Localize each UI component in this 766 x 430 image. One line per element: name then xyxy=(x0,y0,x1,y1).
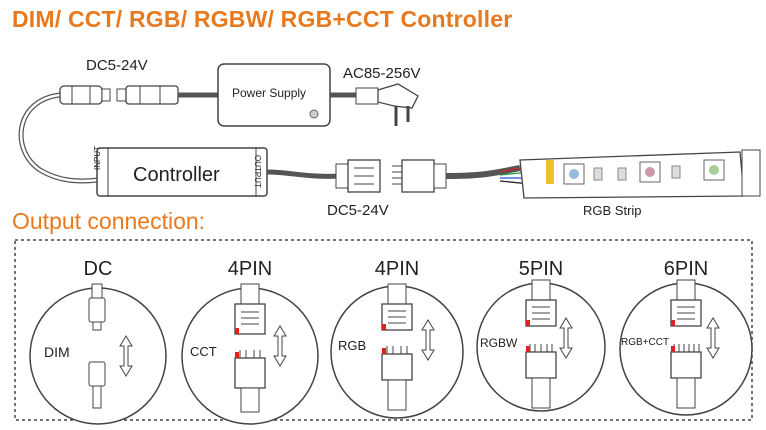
panel-cct-header: 4PIN xyxy=(227,258,273,280)
output-section-frame xyxy=(14,239,753,421)
rgbcct-male-connector xyxy=(670,344,702,409)
rgbw-female-connector xyxy=(525,279,557,327)
power-supply-label: Power Supply xyxy=(232,86,307,100)
connect-arrow-cct xyxy=(273,325,287,367)
rgbw-male-connector xyxy=(525,344,557,409)
ac-plug xyxy=(355,83,419,126)
panel-cct-label: CCT xyxy=(190,344,217,359)
output-voltage-label: DC5-24V xyxy=(327,202,389,219)
ac-voltage-label: AC85-256V xyxy=(343,65,421,82)
cct-male-connector xyxy=(234,350,266,413)
controller-label: Controller xyxy=(133,164,220,186)
cct-female-connector xyxy=(234,283,266,335)
connect-arrow-dc xyxy=(119,335,133,377)
input-port-label: INPUT xyxy=(93,146,102,170)
panel-dc-label: DIM xyxy=(44,344,70,360)
page-title: DIM/ CCT/ RGB/ RGBW/ RGB+CCT Controller xyxy=(12,6,513,32)
dc-plug-female xyxy=(59,85,111,105)
rgb-female-connector xyxy=(381,283,413,331)
connect-arrow-rgbcct xyxy=(706,317,720,359)
dc-female-jack xyxy=(88,361,106,409)
panel-rgb-header: 4PIN xyxy=(374,258,420,280)
dc-plug-male xyxy=(116,85,218,105)
output-section-heading: Output connection: xyxy=(12,208,206,234)
panel-rgbw-label: RGBW xyxy=(480,336,518,350)
panel-rgb-label: RGB xyxy=(338,338,367,353)
connect-arrow-rgbw xyxy=(559,317,573,359)
rgbcct-female-connector xyxy=(670,279,702,327)
pin-connector-female xyxy=(335,159,381,193)
panel-rgbcct-header: 6PIN xyxy=(663,258,709,280)
panel-dc-header: DC xyxy=(83,258,113,280)
input-voltage-label: DC5-24V xyxy=(86,57,148,74)
pin-connector-male xyxy=(392,159,447,193)
connect-arrow-rgb xyxy=(421,319,435,361)
panel-rgbw-header: 5PIN xyxy=(518,258,564,280)
rgb-strip xyxy=(519,149,761,199)
output-port-label: OUTPUT xyxy=(253,155,262,188)
dc-male-jack xyxy=(88,283,106,331)
panel-rgbcct-label: RGB+CCT xyxy=(621,337,670,348)
rgb-male-connector xyxy=(381,346,413,411)
strip-label: RGB Strip xyxy=(583,203,642,218)
